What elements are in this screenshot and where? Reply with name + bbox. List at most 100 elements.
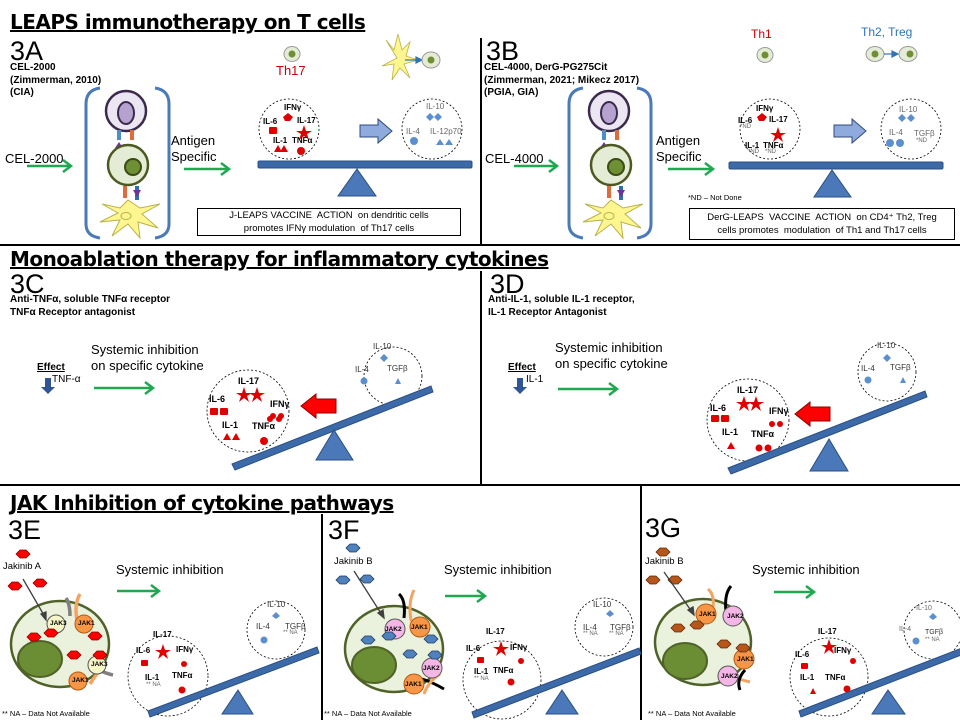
jak-label: JAK2 (385, 626, 402, 633)
anti-inflammatory-cytokine-circle (246, 600, 306, 660)
t-cell-icon (421, 51, 441, 69)
treg-cell-icon (898, 46, 918, 62)
receptor-icon (421, 677, 445, 691)
receptor-icon (397, 592, 406, 619)
nd-il6: *ND (740, 124, 752, 130)
label-il1: IL-1 (145, 673, 160, 682)
il4-circle (410, 137, 418, 145)
ifng-diamond (757, 113, 767, 121)
panel-label-3c: 3C (10, 269, 45, 299)
il1-triangle (727, 442, 735, 449)
panel-3d-arrow-label: Systemic inhibition on specific cytokine (555, 340, 668, 371)
anti-inflammatory-cytokine-circle (880, 98, 942, 160)
down-arrow-icon (513, 378, 527, 394)
panel-3g-arrow-label: Systemic inhibition (752, 562, 860, 577)
il17-star (493, 641, 509, 656)
il1-triangle (223, 433, 240, 440)
label-il17: IL-17 (818, 627, 837, 636)
label-tnfa: TNFα (825, 673, 846, 682)
label-il4: IL-4 (861, 364, 875, 373)
label-ifng: IFNγ (176, 645, 194, 654)
t-cell-icon (589, 143, 633, 187)
panel-3d-graphic (513, 342, 928, 475)
seesaw-fulcrum (315, 429, 354, 461)
panel-3f-graphic (335, 543, 642, 720)
nucleus (351, 646, 397, 684)
green-arrow-icon (184, 162, 232, 176)
nucleus (17, 640, 63, 678)
label-il1: IL-1 (800, 673, 815, 682)
label-il6: IL-6 (710, 403, 727, 413)
b-cell-icon (587, 89, 631, 133)
label-il6: IL-6 (263, 117, 278, 126)
divider-ab (480, 38, 482, 244)
il4-circle (360, 377, 368, 385)
pro-inflammatory-cytokine-circle (127, 635, 209, 717)
green-arrow-icon (27, 159, 74, 173)
label-il10: IL-10 (916, 605, 932, 612)
panel-label-3a: 3A (10, 36, 44, 66)
jak-label: JAK1 (737, 656, 754, 663)
effect-label: Effect (37, 362, 65, 373)
tnfa-circle (260, 437, 268, 445)
il10-diamond (606, 610, 614, 617)
label-il17: IL-17 (486, 627, 505, 636)
label-tnfa: TNFα (493, 666, 514, 675)
th17-label: Th17 (276, 63, 306, 78)
panel-3a-graphic (27, 33, 473, 240)
panel-3b-input-label: CEL-4000 (485, 151, 544, 166)
label-il17: IL-17 (769, 115, 788, 124)
il17-star (155, 644, 171, 659)
seesaw-beam (147, 646, 320, 718)
th17-cell-icon (283, 46, 301, 62)
bracket-right (154, 86, 171, 240)
tnfa-circle (755, 444, 763, 452)
label-tgfb: TGFβ (610, 623, 631, 632)
il6-square (711, 415, 719, 422)
pointer-arrow-icon (353, 570, 385, 620)
label-il4: IL-4 (899, 626, 912, 633)
shift-right-arrow-icon (833, 117, 867, 145)
panel-3e-graphic (7, 549, 320, 718)
t-cell-icon (106, 143, 150, 187)
label-tnfa: TNFα (252, 421, 276, 431)
label-tgfb: TGFβ (387, 364, 408, 373)
seesaw-fulcrum (221, 689, 254, 715)
il6-square (801, 663, 808, 669)
panel-3g-footnote: ** NA – Data Not Available (648, 709, 736, 718)
label-il4: IL-4 (406, 127, 420, 136)
panel-label-3d: 3D (490, 269, 525, 299)
shift-left-arrow-icon (794, 400, 831, 428)
divider-middle-bottom (0, 484, 960, 486)
label-tnfa: TNFα (172, 671, 193, 680)
jak-label: JAK2 (727, 613, 744, 620)
label-il4: IL-4 (256, 622, 270, 631)
panel-label-3g: 3G (645, 513, 682, 543)
panel-3c-arrow-label: Systemic inhibition on specific cytokine (91, 342, 204, 373)
nd-tgfb: *ND (916, 138, 928, 144)
label-il17: IL-17 (737, 385, 759, 395)
label-il17: IL-17 (297, 116, 316, 125)
seesaw-beam (231, 385, 434, 471)
dendritic-cell-icon (99, 199, 161, 240)
label-il10: IL-10 (899, 105, 918, 114)
green-arrow-icon (94, 381, 156, 395)
label-il1: IL-1 (745, 141, 760, 150)
il4-circle (886, 139, 894, 147)
section-title-monoablation: Monoablation therapy for inflammatory cy… (10, 247, 549, 271)
seesaw-fulcrum (871, 689, 906, 715)
section-title-jak: JAK Inhibition of cytokine pathways (10, 491, 394, 515)
na-il1: ** NA (146, 682, 161, 688)
label-il6: IL-6 (795, 650, 810, 659)
il6-square (477, 657, 484, 663)
green-arrow-icon (117, 584, 162, 598)
b-cell-icon (104, 89, 148, 133)
label-il1: IL-1 (273, 136, 288, 145)
jak-label: JAK2 (721, 673, 738, 680)
il6-square (210, 408, 218, 415)
panel-3b-refs: CEL-4000, DerG-PG275Cit (Zimmerman, 2021… (484, 62, 640, 98)
th2-cell-icon (865, 46, 885, 62)
jak-label: JAK3 (91, 661, 108, 668)
panel-label-3f: 3F (328, 515, 360, 545)
divider-cd (480, 271, 482, 484)
